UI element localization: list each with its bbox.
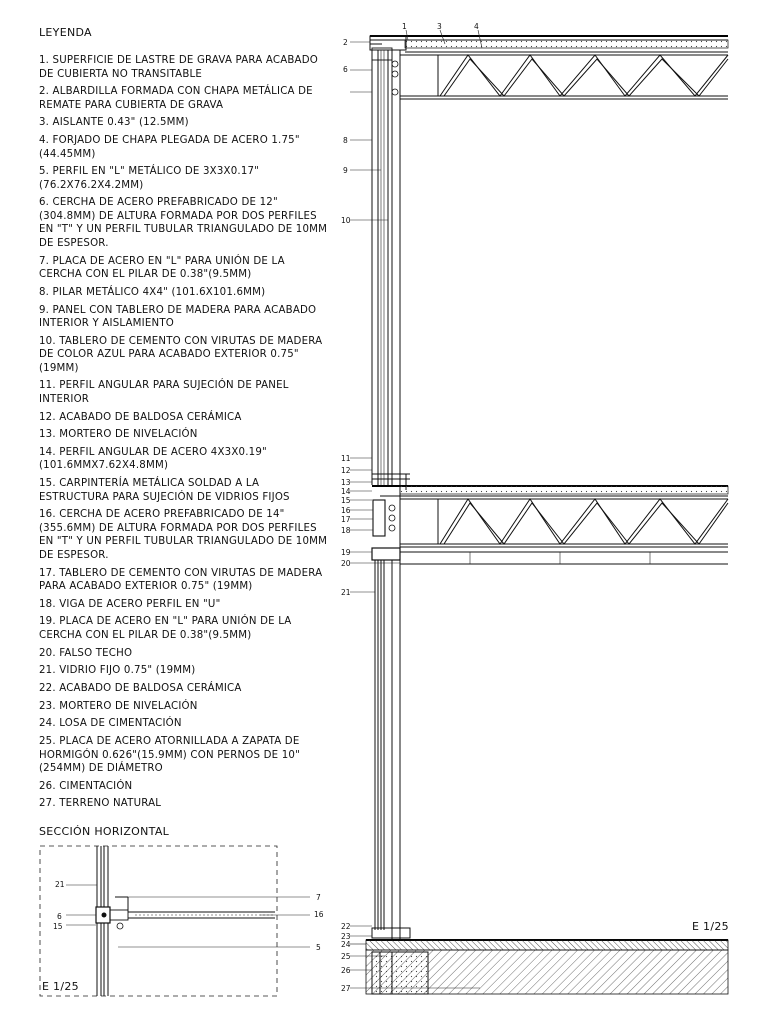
section-label: 5 [316,943,321,952]
section-frame [39,845,278,997]
elevation-label: 10 [341,216,351,225]
elevation-label: 1 [402,22,407,31]
elevation-label: 15 [341,496,351,505]
legend-item: 3. AISLANTE 0.43" (12.5MM) [39,117,189,129]
elevation-label: 4 [474,22,479,31]
section-scale: E 1/25 [42,980,79,993]
elevation-label: 24 [341,940,351,949]
legend-item: 17. TABLERO DE CEMENTO CON VIRUTAS DE MA… [39,567,323,593]
elevation-label: 11 [341,454,351,463]
legend-item: 27. TERRENO NATURAL [39,798,162,810]
elevation-label: 2 [343,38,348,47]
legend-item: 18. VIGA DE ACERO PERFIL EN "U" [39,598,221,610]
elevation-label: 3 [437,22,442,31]
section-label: 21 [55,880,65,889]
elevation-label: 6 [343,65,348,74]
elevation-label: 8 [343,136,348,145]
elevation-label: 13 [341,478,351,487]
vertical-section: 1 3 4 2 6 8 9 10 11 12 13 14 15 16 17 18… [341,22,729,995]
legend-item: 12. ACABADO DE BALDOSA CERÁMICA [39,411,242,423]
section-label: 7 [316,893,321,902]
legend-item: 2. ALBARDILLA FORMADA CON CHAPA METÁLICA… [39,86,313,111]
elevation-label: 20 [341,559,351,568]
legend-item: 6. CERCHA DE ACERO PREFABRICADO DE 12" (… [39,197,328,249]
elevation-label: 12 [341,466,351,475]
legend-item: 4. FORJADO DE CHAPA PLEGADA DE ACERO 1.7… [39,135,300,160]
elevation-label: 18 [341,526,351,535]
elevation-label: 27 [341,984,351,993]
elevation-label: 16 [341,506,351,515]
horizontal-section: 21 6 15 7 16 5 [39,845,324,997]
elevation-label: 23 [341,932,351,941]
legend-item: 9. PANEL CON TABLERO DE MADERA PARA ACAB… [39,304,317,330]
elevation-label: 26 [341,966,351,975]
legend-item: 25. PLACA DE ACERO ATORNILLADA A ZAPATA … [39,736,300,774]
elevation-label: 25 [341,952,351,961]
section-label: 15 [53,922,63,931]
legend-item: 24. LOSA DE CIMENTACIÓN [39,718,182,730]
elevation-scale: E 1/25 [692,920,729,933]
elevation-label: 22 [341,922,351,931]
legend-item: 5. PERFIL EN "L" METÁLICO DE 3X3X0.17"(7… [39,166,260,191]
elevation-label: 19 [341,548,351,557]
elevation-label: 21 [341,588,351,597]
legend-item: 1. SUPERFICIE DE LASTRE DE GRAVA PARA AC… [39,55,318,80]
legend-item: 15. CARPINTERÍA METÁLICA SOLDAD A LA EST… [39,478,290,503]
legend-item: 11. PERFIL ANGULAR PARA SUJECIÓN DE PANE… [39,380,289,405]
legend-item: 8. PILAR METÁLICO 4X4" (101.6X101.6MM) [39,286,266,298]
legend-item: 20. FALSO TECHO [39,647,133,659]
elevation-label: 9 [343,166,348,175]
legend-item: 16. CERCHA DE ACERO PREFABRICADO DE 14" … [39,509,328,561]
elevation-label: 14 [341,487,351,496]
section-title: SECCIÓN HORIZONTAL [39,825,170,838]
legend-item: 23. MORTERO DE NIVELACIÓN [39,700,198,712]
legend-item: 19. PLACA DE ACERO EN "L" PARA UNIÓN DE … [39,616,292,641]
legend-title: LEYENDA [39,26,92,39]
legend-item: 14. PERFIL ANGULAR DE ACERO 4X3X0.19" (1… [39,446,267,472]
legend-item: 26. CIMENTACIÓN [39,780,133,792]
legend-item: 10. TABLERO DE CEMENTO CON VIRUTAS DE MA… [39,335,323,374]
section-label: 6 [57,912,62,921]
section-label: 16 [314,910,324,919]
legend-item: 7. PLACA DE ACERO EN "L" PARA UNIÓN DE L… [39,255,285,281]
legend-item: 13. MORTERO DE NIVELACIÓN [39,429,198,441]
elevation-label: 17 [341,515,351,524]
legend-list: 1. SUPERFICIE DE LASTRE DE GRAVA PARA AC… [39,54,331,815]
legend-item: 21. VIDRIO FIJO 0.75" (19MM) [39,665,196,677]
legend-item: 22. ACABADO DE BALDOSA CERÁMICA [39,682,242,694]
